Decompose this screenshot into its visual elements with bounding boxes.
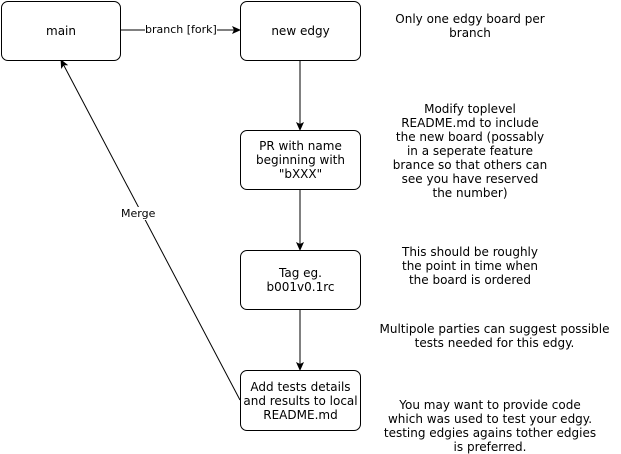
note-modify-readme: Modify toplevel README.md to include the… [392, 102, 548, 200]
tag-node-label: Tag eg. b001v0.1rc [266, 266, 335, 294]
pr-node-label: PR with name beginning with "bXXX" [256, 139, 345, 181]
merge-arrow [60, 59, 241, 401]
note-roughly: This should be roughly the point in time… [401, 245, 538, 287]
note-one-board: Only one edgy board per branch [395, 12, 545, 40]
merge-edge-label: Merge [121, 207, 156, 220]
pr-node: PR with name beginning with "bXXX" [240, 130, 361, 190]
main-node: main [1, 1, 121, 61]
note-multipole: Multipole parties can suggest possible t… [379, 322, 610, 350]
branch-edge-label: branch [fork] [145, 23, 217, 36]
tests-node: Add tests details and results to local R… [240, 370, 361, 431]
tag-node: Tag eg. b001v0.1rc [240, 250, 361, 310]
tests-node-label: Add tests details and results to local R… [243, 379, 358, 422]
new-edgy-node: new edgy [240, 1, 361, 61]
main-node-label: main [46, 24, 76, 38]
new-edgy-node-label: new edgy [271, 24, 330, 38]
note-provide-code: You may want to provide code which was u… [383, 398, 597, 454]
